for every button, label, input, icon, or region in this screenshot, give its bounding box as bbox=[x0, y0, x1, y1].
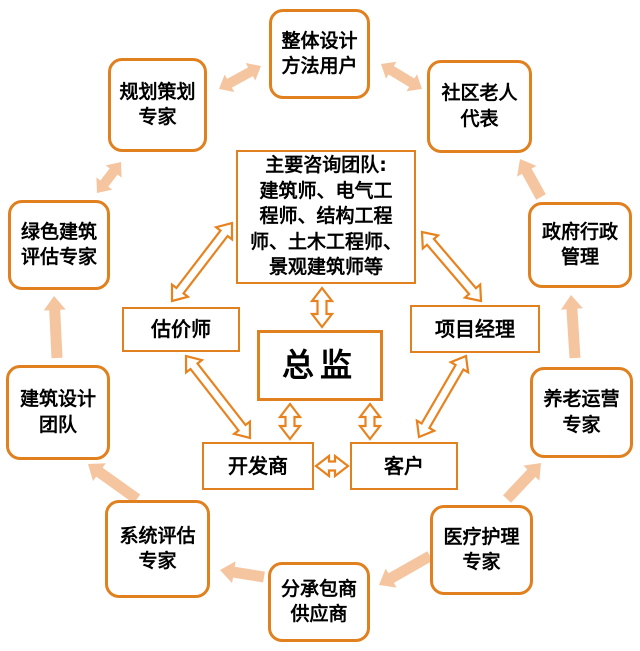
node-project-manager-label: 项目经理 bbox=[435, 316, 515, 341]
node-director: 总监 bbox=[257, 330, 383, 401]
node-appraiser-label: 估价师 bbox=[151, 317, 211, 342]
arrow-subcontractors-system-assessment bbox=[220, 561, 265, 584]
node-government-admin-label: 政府行政 管理 bbox=[541, 220, 618, 268]
node-holistic-design-users: 整体设计 方法用户 bbox=[269, 9, 370, 99]
arrow-holistic-users-community-elderly bbox=[381, 61, 422, 92]
node-system-assessment-experts: 系统评估 专家 bbox=[105, 500, 210, 598]
node-architectural-design-team-label: 建筑设计 团队 bbox=[19, 388, 96, 436]
node-architectural-design-team: 建筑设计 团队 bbox=[6, 365, 110, 460]
node-client-label: 客户 bbox=[384, 453, 424, 478]
node-community-elderly-reps-label: 社区老人 代表 bbox=[441, 82, 518, 130]
node-developer: 开发商 bbox=[202, 442, 314, 490]
node-medical-nursing-experts-label: 医疗护理 专家 bbox=[443, 525, 520, 573]
node-holistic-design-users-label: 整体设计 方法用户 bbox=[281, 29, 358, 77]
node-project-manager: 项目经理 bbox=[410, 305, 540, 353]
node-planning-experts-label: 规划策划 专家 bbox=[119, 80, 196, 128]
arrow-consulting-team-director bbox=[309, 286, 335, 329]
node-consulting-team: 主要咨询团队: 建筑师、电气工 程师、结构工程 师、土木工程师、 景观建筑师等 bbox=[236, 150, 416, 284]
node-green-building-assessors-label: 绿色建筑 评估专家 bbox=[20, 220, 97, 268]
arrow-appraiser-consulting-team bbox=[170, 221, 234, 303]
arrow-consulting-team-project-manager bbox=[420, 230, 483, 303]
arrow-medical-subcontractors bbox=[379, 551, 433, 588]
node-director-label: 总监 bbox=[281, 346, 358, 385]
node-green-building-assessors: 绿色建筑 评估专家 bbox=[8, 200, 110, 290]
arrow-green-assessors-planning-experts bbox=[96, 162, 122, 193]
node-eldercare-operations-experts-label: 养老运营 专家 bbox=[543, 388, 620, 436]
node-community-elderly-reps: 社区老人 代表 bbox=[427, 60, 532, 153]
node-consulting-team-label: 主要咨询团队: 建筑师、电气工 程师、结构工程 师、土木工程师、 景观建筑师等 bbox=[249, 154, 402, 279]
node-subcontractors-suppliers: 分承包商 供应商 bbox=[268, 562, 370, 642]
arrow-system-assessment-arch-team bbox=[88, 463, 141, 504]
arrow-project-manager-client bbox=[415, 354, 470, 439]
arrow-director-client bbox=[357, 402, 383, 441]
node-subcontractors-suppliers-label: 分承包商 供应商 bbox=[280, 577, 357, 625]
node-developer-label: 开发商 bbox=[228, 453, 288, 478]
arrow-medical-eldercare-ops bbox=[503, 463, 541, 503]
node-system-assessment-experts-label: 系统评估 专家 bbox=[119, 524, 196, 572]
arrow-government-community-elderly bbox=[517, 159, 546, 200]
node-appraiser: 估价师 bbox=[122, 307, 240, 352]
node-medical-nursing-experts: 医疗护理 专家 bbox=[430, 505, 533, 595]
node-government-admin: 政府行政 管理 bbox=[528, 202, 632, 288]
arrow-appraiser-developer bbox=[184, 354, 252, 440]
arrow-developer-client bbox=[314, 453, 350, 479]
node-planning-experts: 规划策划 专家 bbox=[108, 58, 207, 152]
arrow-eldercare-ops-government bbox=[560, 295, 583, 359]
node-eldercare-operations-experts: 养老运营 专家 bbox=[530, 367, 633, 458]
arrow-planning-experts-holistic-users bbox=[219, 63, 261, 92]
arrow-director-developer bbox=[277, 402, 303, 441]
arrow-arch-team-green-assessors bbox=[43, 296, 66, 359]
node-client: 客户 bbox=[350, 442, 458, 490]
